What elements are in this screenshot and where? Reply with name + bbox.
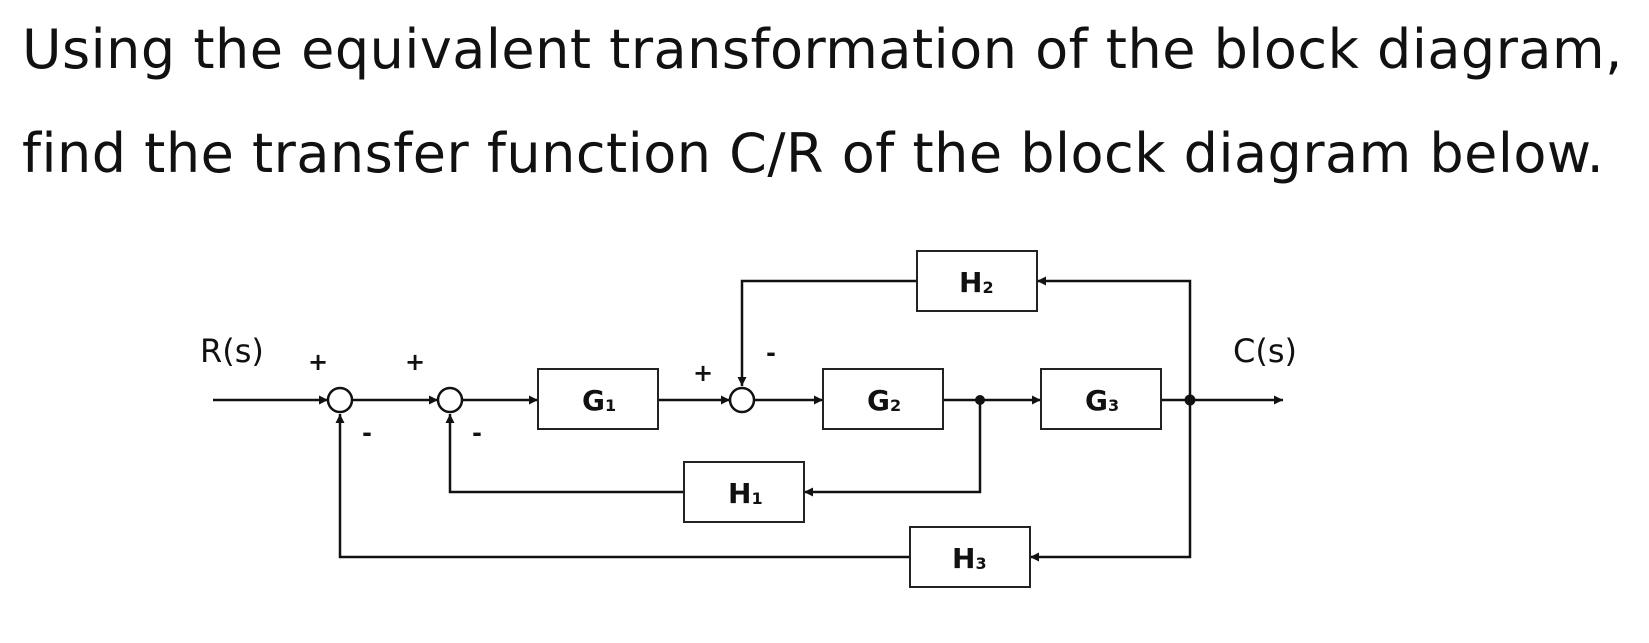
block-h3-sub: 3 <box>975 554 986 573</box>
block-h1-main: H <box>728 477 751 510</box>
block-h2: H2 <box>916 250 1038 312</box>
block-g3-main: G <box>1085 384 1108 417</box>
question-line-1: Using the equivalent transformation of t… <box>22 18 1623 81</box>
block-g2: G2 <box>822 368 944 430</box>
block-h2-main: H <box>959 266 982 299</box>
svg-text:G2: G2 <box>867 384 901 417</box>
output-label: C(s) <box>1233 332 1297 370</box>
feedback-paths <box>335 276 1192 562</box>
svg-text:G1: G1 <box>582 384 616 417</box>
sum1-minus-sign: - <box>362 419 372 447</box>
svg-text:H1: H1 <box>728 477 763 510</box>
summing-junction-1 <box>326 386 354 414</box>
sum1-plus-sign: + <box>308 348 328 376</box>
wire-h2-feedback-in <box>1037 276 1192 400</box>
wire-h1-feedback-out <box>445 414 684 494</box>
block-g1-main: G <box>582 384 605 417</box>
block-g2-sub: 2 <box>890 396 901 415</box>
block-g3: G3 <box>1040 368 1162 430</box>
question-line-2: find the transfer function C/R of the bl… <box>22 122 1605 185</box>
summing-junction-3 <box>728 386 756 414</box>
branch-point-output <box>1184 394 1196 406</box>
wire-h2-feedback-out <box>737 279 917 386</box>
block-h3-main: H <box>952 542 975 575</box>
sum2-minus-sign: - <box>472 419 482 447</box>
summing-junction-2 <box>436 386 464 414</box>
block-h1-sub: 1 <box>751 489 762 508</box>
block-g3-sub: 3 <box>1108 396 1119 415</box>
wire-h3-feedback-in <box>1030 400 1192 562</box>
svg-text:G3: G3 <box>1085 384 1119 417</box>
svg-text:H2: H2 <box>959 266 994 299</box>
sum3-minus-sign: - <box>766 339 776 367</box>
wire-h3-feedback-out <box>335 414 910 559</box>
sum2-plus-sign: + <box>405 348 425 376</box>
input-label: R(s) <box>200 332 264 370</box>
block-h3: H3 <box>909 526 1031 588</box>
block-h2-sub: 2 <box>982 278 993 297</box>
block-g1-sub: 1 <box>605 396 616 415</box>
block-g2-main: G <box>867 384 890 417</box>
block-h1: H1 <box>683 461 805 523</box>
wire-h1-feedback-in <box>804 400 982 497</box>
svg-text:H3: H3 <box>952 542 987 575</box>
branch-point-g2-output <box>975 395 985 405</box>
block-g1: G1 <box>537 368 659 430</box>
sum3-plus-sign: + <box>693 359 713 387</box>
